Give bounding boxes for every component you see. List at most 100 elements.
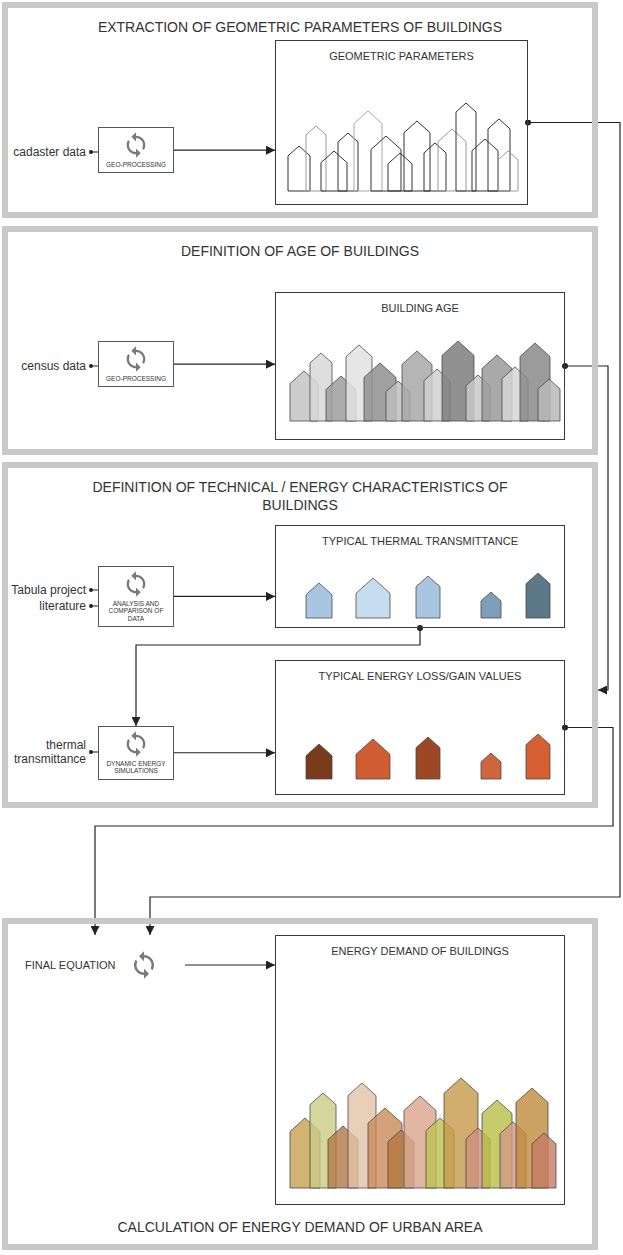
equation-label: FINAL EQUATION [25,959,115,972]
building-shape [338,133,358,191]
building-illustration [276,936,564,1204]
building-shape [306,126,326,191]
building-shape [532,1133,556,1188]
output-box: TYPICAL ENERGY LOSS/GAIN VALUES [275,660,565,795]
process-icon [122,570,150,598]
building-shape [356,739,390,779]
leader-dot [89,588,93,592]
building-shape [368,1108,402,1188]
output-box: ENERGY DEMAND OF BUILDINGS [275,935,565,1205]
section-panel: DEFINITION OF TECHNICAL / ENERGY CHARACT… [2,462,598,808]
box-title: ENERGY DEMAND OF BUILDINGS [276,936,564,958]
building-shape [306,583,332,618]
box-title: GEOMETRIC PARAMETERS [276,41,527,63]
building-illustration [276,293,564,439]
box-title: TYPICAL ENERGY LOSS/GAIN VALUES [276,661,564,683]
flow-connector [174,596,275,597]
flow-connector [95,728,613,936]
leader-dot [89,750,93,754]
process-icon [122,730,150,758]
building-shape [306,744,332,779]
building-shape [444,1078,478,1188]
process-label: ANALYSIS AND COMPARISON OF DATA [102,600,170,622]
process-icon [129,950,159,980]
process-label: GEO-PROCESSING [102,375,170,382]
building-illustration [276,41,527,204]
section-panel: CALCULATION OF ENERGY DEMAND OF URBAN AR… [2,918,598,1250]
building-shape [538,379,560,421]
flow-connector [174,752,275,753]
building-shape [466,375,490,421]
building-shape [288,146,310,191]
building-shape [326,376,356,421]
building-shape [482,355,512,421]
flow-connector [565,366,608,690]
leader-dot [89,364,93,368]
building-shape [472,139,498,191]
input-label: thermal transmittance [0,738,86,766]
flow-connector [185,964,275,965]
building-shape [346,345,372,421]
process-box: ANALYSIS AND COMPARISON OF DATA [98,566,174,627]
building-shape [348,1083,376,1188]
box-title: BUILDING AGE [276,293,564,315]
building-shape [416,737,440,779]
flow-connector [174,364,275,365]
building-shape [364,363,396,421]
section-panel: DEFINITION OF AGE OF BUILDINGS GEO-PROCES… [2,226,598,455]
building-shape [354,111,382,191]
building-shape [502,367,528,421]
building-shape [356,578,390,618]
section-heading: DEFINITION OF TECHNICAL / ENERGY CHARACT… [8,478,592,514]
building-shape [500,1122,526,1188]
building-shape [526,734,550,779]
building-shape [456,103,476,191]
building-shape [488,119,510,191]
box-title: TYPICAL THERMAL TRANSMITTANCE [276,526,564,548]
section-heading: EXTRACTION OF GEOMETRIC PARAMETERS OF BU… [8,18,592,36]
process-icon [122,131,150,159]
building-shape [482,1100,512,1188]
building-shape [371,136,401,191]
input-label: census data [21,359,86,373]
section-heading: CALCULATION OF ENERGY DEMAND OF URBAN AR… [8,1218,592,1236]
building-shape [520,343,550,421]
building-shape [438,129,466,191]
output-box: TYPICAL THERMAL TRANSMITTANCE [275,525,565,628]
building-shape [426,1118,454,1188]
building-shape [388,1130,414,1188]
output-box: BUILDING AGE [275,292,565,440]
building-shape [290,1118,320,1188]
section-panel: EXTRACTION OF GEOMETRIC PARAMETERS OF BU… [2,2,598,218]
process-box: GEO-PROCESSING [98,127,174,173]
input-label: Tabula project [11,583,86,597]
input-label: cadaster data [13,145,86,159]
building-shape [442,341,474,421]
building-shape [498,151,518,191]
building-shape [516,1088,548,1188]
leader-dot [89,604,93,608]
process-box: GEO-PROCESSING [98,341,174,387]
building-shape [424,143,446,191]
building-shape [321,151,347,191]
building-shape [290,371,318,421]
section-heading: DEFINITION OF AGE OF BUILDINGS [8,242,592,260]
building-shape [310,1093,336,1188]
building-shape [402,351,432,421]
process-icon [122,345,150,373]
process-box: DYNAMIC ENERGY SIMULATIONS [98,726,174,780]
process-label: GEO-PROCESSING [102,161,170,168]
building-shape [416,576,440,618]
building-shape [526,573,550,618]
equation-box: FINAL EQUATION [15,935,185,995]
process-label: DYNAMIC ENERGY SIMULATIONS [102,760,170,775]
input-label: literature [39,599,86,613]
output-box: GEOMETRIC PARAMETERS [275,40,528,205]
leader-dot [89,150,93,154]
building-shape [481,592,501,618]
building-shape [386,381,410,421]
building-shape [481,753,501,779]
building-shape [424,369,450,421]
building-shape [466,1128,490,1188]
building-shape [404,1096,436,1188]
